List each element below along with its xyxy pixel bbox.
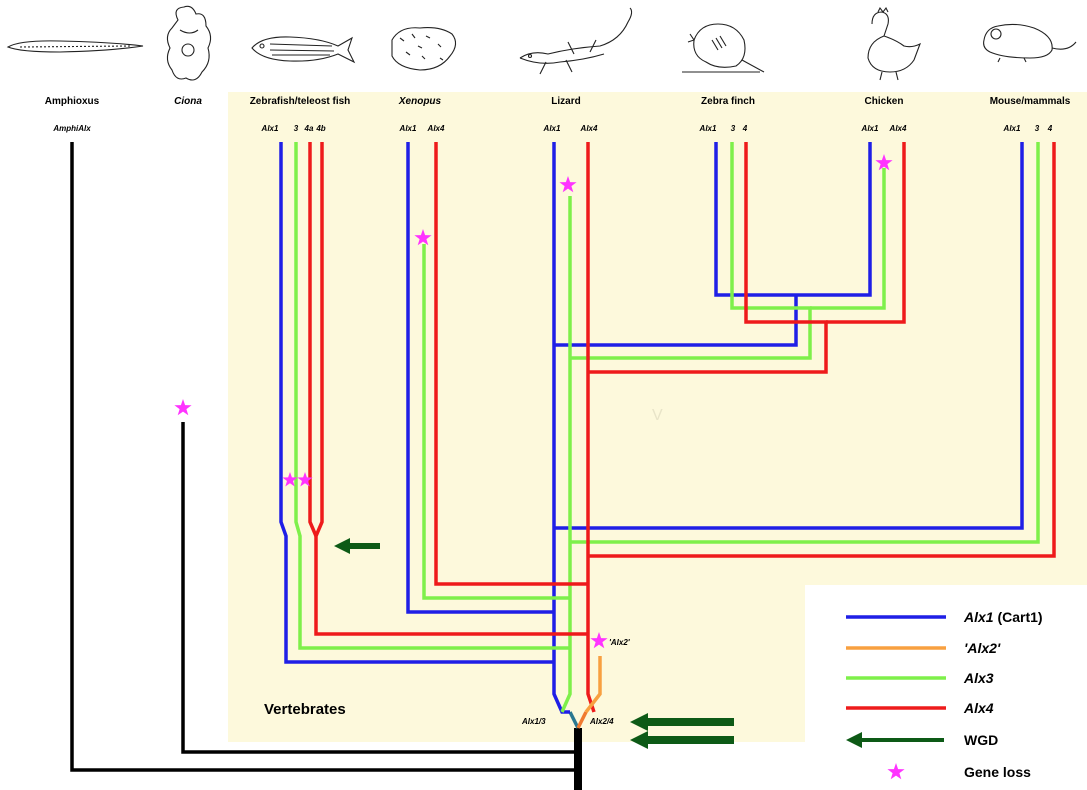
mouse-illustration [984,24,1076,62]
gene-label-zebrafish-alx4a: 4a [304,124,314,133]
chicken-illustration [868,8,920,80]
species-label-zebrafinch: Zebra finch [701,96,755,107]
alx13-node-label: Alx1/3 [521,717,546,726]
legend-wgd-arrow-icon [846,732,944,748]
legend-alx3-label: Alx3 [963,670,994,686]
gene-label-amphialx: AmphiAlx [52,124,91,133]
zebrafinch-illustration [682,24,764,72]
species-label-ciona: Ciona [174,96,202,107]
gene-label-lizard-alx4: Alx4 [580,124,598,133]
gene-label-zebrafish-alx1: Alx1 [261,124,279,133]
legend-alx4-label: Alx4 [963,700,994,716]
alx2-loss-label: 'Alx2' [609,638,631,647]
xenopus-illustration [392,28,456,70]
legend-alx1-label: Alx1 (Cart1) [963,609,1043,625]
legend: Alx1 (Cart1) 'Alx2' Alx3 Alx4 WGD Gene l… [846,609,1043,780]
gene-label-mouse-alx4: 4 [1047,124,1053,133]
gene-label-xenopus-alx1: Alx1 [399,124,417,133]
ciona-illustration [167,6,210,80]
legend-wgd-label: WGD [964,732,998,748]
gene-label-mouse-alx3: 3 [1035,124,1040,133]
species-label-xenopus: Xenopus [398,96,442,107]
gene-label-zebrafish-alx4b: 4b [315,124,325,133]
gene-label-zebrafinch-alx1: Alx1 [699,124,717,133]
species-label-mouse: Mouse/mammals [990,96,1071,107]
gene-label-chicken-alx4: Alx4 [889,124,907,133]
gene-loss-star-icon [174,399,191,415]
species-label-chicken: Chicken [865,96,904,107]
vertebrates-label: Vertebrates [264,701,346,718]
zebrafish-illustration [252,37,354,62]
gene-label-lizard-alx1: Alx1 [543,124,561,133]
gene-label-zebrafish-alx3: 3 [294,124,299,133]
gene-label-xenopus-alx4: Alx4 [427,124,445,133]
gene-label-mouse-alx1: Alx1 [1003,124,1021,133]
amphioxus-illustration [8,41,143,52]
legend-gene-loss-star-icon [887,763,904,779]
v-mark: V [652,407,663,424]
gene-label-zebrafinch-alx3: 3 [731,124,736,133]
species-label-amphioxus: Amphioxus [45,96,100,107]
legend-gene-loss-label: Gene loss [964,764,1031,780]
gene-label-zebrafinch-alx4: 4 [742,124,748,133]
alx24-node-label: Alx2/4 [589,717,614,726]
gene-label-chicken-alx1: Alx1 [861,124,879,133]
species-label-zebrafish: Zebrafish/teleost fish [250,96,351,107]
species-label-lizard: Lizard [551,96,580,107]
legend-alx2-label: 'Alx2' [964,640,1001,656]
lizard-illustration [520,8,632,74]
